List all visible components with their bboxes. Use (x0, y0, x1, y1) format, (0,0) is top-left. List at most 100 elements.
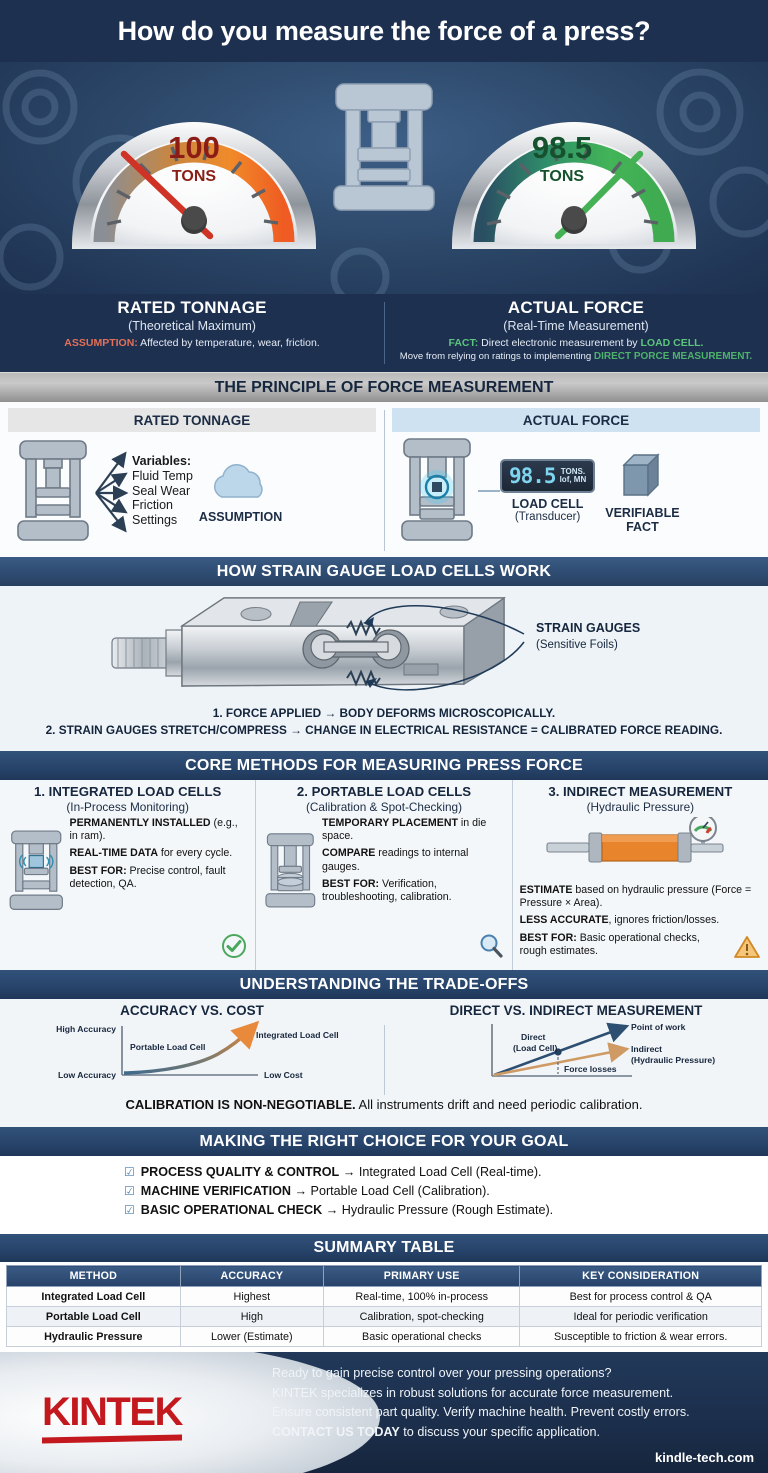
row-2-method: Hydraulic Pressure (6, 1326, 181, 1347)
choice-item-1: ☑ MACHINE VERIFICATION → Portable Load C… (124, 1182, 644, 1201)
strain-gauges-callout-sub: (Sensitive Foils) (536, 639, 618, 651)
method-2-subtitle: (Calibration & Spot-Checking) (305, 799, 463, 814)
verifiable-fact-line2: FACT (626, 519, 659, 534)
method-card-indirect: 3. INDIRECT MEASUREMENT (Hydraulic Press… (511, 780, 768, 970)
variable-arrows-icon (95, 451, 129, 533)
principle-actual-tab: ACTUAL FORCE (392, 408, 760, 432)
method-3-line-1-rest: , ignores friction/losses. (608, 914, 720, 927)
chart-2-annotation-point-of-work: Point of work (631, 1022, 686, 1032)
fact-note: Direct electronic measurement by (478, 337, 641, 349)
hero-section: 100 TONS (0, 62, 768, 294)
method-2-text: TEMPORARY PLACEMENT in die space. COMPAR… (322, 817, 505, 929)
principle-divider (384, 410, 385, 551)
method-2-line-2-rest: Verification, troubleshooting, calibrati… (321, 877, 452, 904)
row-0-key-consideration: Best for process control & QA (519, 1286, 762, 1307)
method-3-text: ESTIMATE based on hydraulic pressure (Fo… (520, 884, 761, 959)
method-3-line-0-bold: ESTIMATE (519, 883, 573, 896)
right-gauge-needle (554, 150, 644, 240)
page-title: How do you measure the force of a press? (117, 15, 651, 46)
actual-force-block: ACTUAL FORCE (Real-Time Measurement) FAC… (384, 298, 768, 372)
rated-tonnage-note: ASSUMPTION: Affected by temperature, wea… (10, 337, 374, 350)
method-3-line-1-bold: LESS ACCURATE (519, 914, 609, 927)
chart-2-title: DIRECT VS. INDIRECT MEASUREMENT (449, 1003, 703, 1018)
actual-force-subtitle: (Real-Time Measurement) (503, 319, 649, 333)
load-cell-keyword: LOAD CELL. (640, 337, 704, 349)
tradeoffs-section: ACCURACY VS. COST High Accuracy (0, 999, 768, 1127)
readout-unit-primary: TONS. (560, 466, 586, 476)
table-row: Hydraulic Pressure Lower (Estimate) Basi… (6, 1326, 762, 1347)
chart-1-annotation-integrated: Integrated Load Cell (256, 1030, 339, 1040)
row-0-primary-use: Real-time, 100% in-process (323, 1286, 521, 1307)
calibration-rest: All instruments drift and need periodic … (355, 1097, 643, 1112)
load-cell-label: LOAD CELL (511, 497, 584, 511)
summary-table-wrap: METHOD ACCURACY PRIMARY USE KEY CONSIDER… (0, 1262, 768, 1352)
footer-url[interactable]: kindle-tech.com (655, 1450, 754, 1465)
footer-line-4: CONTACT US TODAY to discuss your specifi… (272, 1423, 756, 1443)
choice-item-0-bold: PROCESS QUALITY & CONTROL (140, 1165, 340, 1179)
kintek-logo: KINTEK (42, 1390, 183, 1444)
variable-item-0: Fluid Temp (132, 468, 193, 483)
tradeoffs-divider (384, 1025, 385, 1095)
variables-heading: Variables: (132, 454, 192, 469)
rated-tonnage-block: RATED TONNAGE (Theoretical Maximum) ASSU… (0, 298, 384, 372)
hero-divider (384, 302, 385, 364)
choice-header: MAKING THE RIGHT CHOICE FOR YOUR GOAL (0, 1127, 768, 1156)
chart-1-ytick-high: High Accuracy (56, 1024, 116, 1034)
row-2-primary-use: Basic operational checks (323, 1326, 521, 1347)
hydraulic-cylinder-icon (546, 813, 724, 863)
variable-item-2: Friction (132, 498, 173, 513)
right-gauge-unit: TONS (540, 168, 584, 185)
col-key-consideration: KEY CONSIDERATION (519, 1265, 762, 1287)
row-1-accuracy: High (179, 1306, 325, 1327)
chart-2-annotation-force-losses: Force losses (564, 1064, 617, 1074)
choice-section: ☑ PROCESS QUALITY & CONTROL → Integrated… (0, 1156, 768, 1234)
load-cell-body-diagram: STRAIN GAUGES (Sensitive Foils) (111, 596, 640, 691)
left-gauge-value: 100 (168, 130, 220, 165)
direct-vs-indirect-chart: DIRECT VS. INDIRECT MEASUREMENT Direc (384, 999, 768, 1095)
footer-cta-bold: CONTACT US TODAY (272, 1424, 400, 1439)
col-primary-use: PRIMARY USE (323, 1265, 521, 1287)
choice-item-2: ☑ BASIC OPERATIONAL CHECK → Hydraulic Pr… (124, 1201, 644, 1220)
load-cell-sublabel: (Transducer) (514, 511, 581, 523)
footer-line-2: KINTEK specializes in robust solutions f… (272, 1385, 674, 1400)
row-1-method: Portable Load Cell (6, 1306, 181, 1327)
chart-2-annotation-indirect: Indirect (631, 1044, 662, 1054)
method-1-title: 1. INTEGRATED LOAD CELLS (34, 784, 222, 799)
row-2-accuracy: Lower (Estimate) (179, 1326, 325, 1347)
method-3-title: 3. INDIRECT MEASUREMENT (548, 784, 733, 799)
green-check-icon (221, 933, 247, 964)
method-2-line-0-bold: TEMPORARY PLACEMENT (321, 816, 458, 829)
chart-1-ytick-low: Low Accuracy (58, 1070, 116, 1080)
hero-labels: RATED TONNAGE (Theoretical Maximum) ASSU… (0, 294, 768, 372)
variable-item-1: Seal Wear (132, 483, 191, 498)
table-row: Portable Load Cell High Calibration, spo… (6, 1306, 762, 1327)
check-circle-icon: ☑ (124, 1165, 135, 1179)
row-1-primary-use: Calibration, spot-checking (323, 1306, 521, 1327)
footer-cta-rest: to discuss your specific application. (399, 1424, 601, 1439)
strain-step-2: 2. STRAIN GAUGES STRETCH/COMPRESS → CHAN… (45, 723, 723, 738)
chart-2-annotation-hydraulic: (Hydraulic Pressure) (631, 1055, 715, 1065)
actual-force-note2: Move from relying on ratings to implemen… (399, 351, 594, 363)
press-outline-icon (17, 440, 89, 541)
method-2-line-2-bold: BEST FOR: (321, 877, 380, 890)
method-3-subtitle: (Hydraulic Pressure) (586, 799, 695, 814)
check-circle-icon: ☑ (124, 1184, 135, 1199)
principle-rated-column: RATED TONNAGE (0, 402, 384, 557)
variable-item-3: Settings (132, 513, 178, 528)
method-1-line-2-bold: BEST FOR: (69, 864, 127, 877)
press-with-puck-icon (265, 832, 316, 908)
actual-force-note: FACT: Direct electronic measurement by L… (394, 337, 758, 364)
method-3-line-2-rest: Basic operational checks, rough estimate… (519, 931, 700, 957)
warning-triangle-icon (734, 935, 760, 964)
choice-item-0-rest: → Integrated Load Cell (Real-time). (339, 1165, 542, 1179)
method-2-line-1-rest: readings to internal gauges. (321, 847, 469, 873)
strain-steps: 1. FORCE APPLIED → BODY DEFORMS MICROSCO… (46, 705, 723, 739)
actual-force-gauge: 98.5 TONS (444, 74, 704, 249)
actual-force-title: ACTUAL FORCE (507, 298, 645, 317)
summary-table: METHOD ACCURACY PRIMARY USE KEY CONSIDER… (6, 1265, 762, 1347)
fact-keyword: FACT: (448, 337, 479, 349)
method-2-title: 2. PORTABLE LOAD CELLS (296, 784, 472, 799)
row-1-key-consideration: Ideal for periodic verification (519, 1306, 762, 1327)
col-method: METHOD (6, 1265, 181, 1287)
